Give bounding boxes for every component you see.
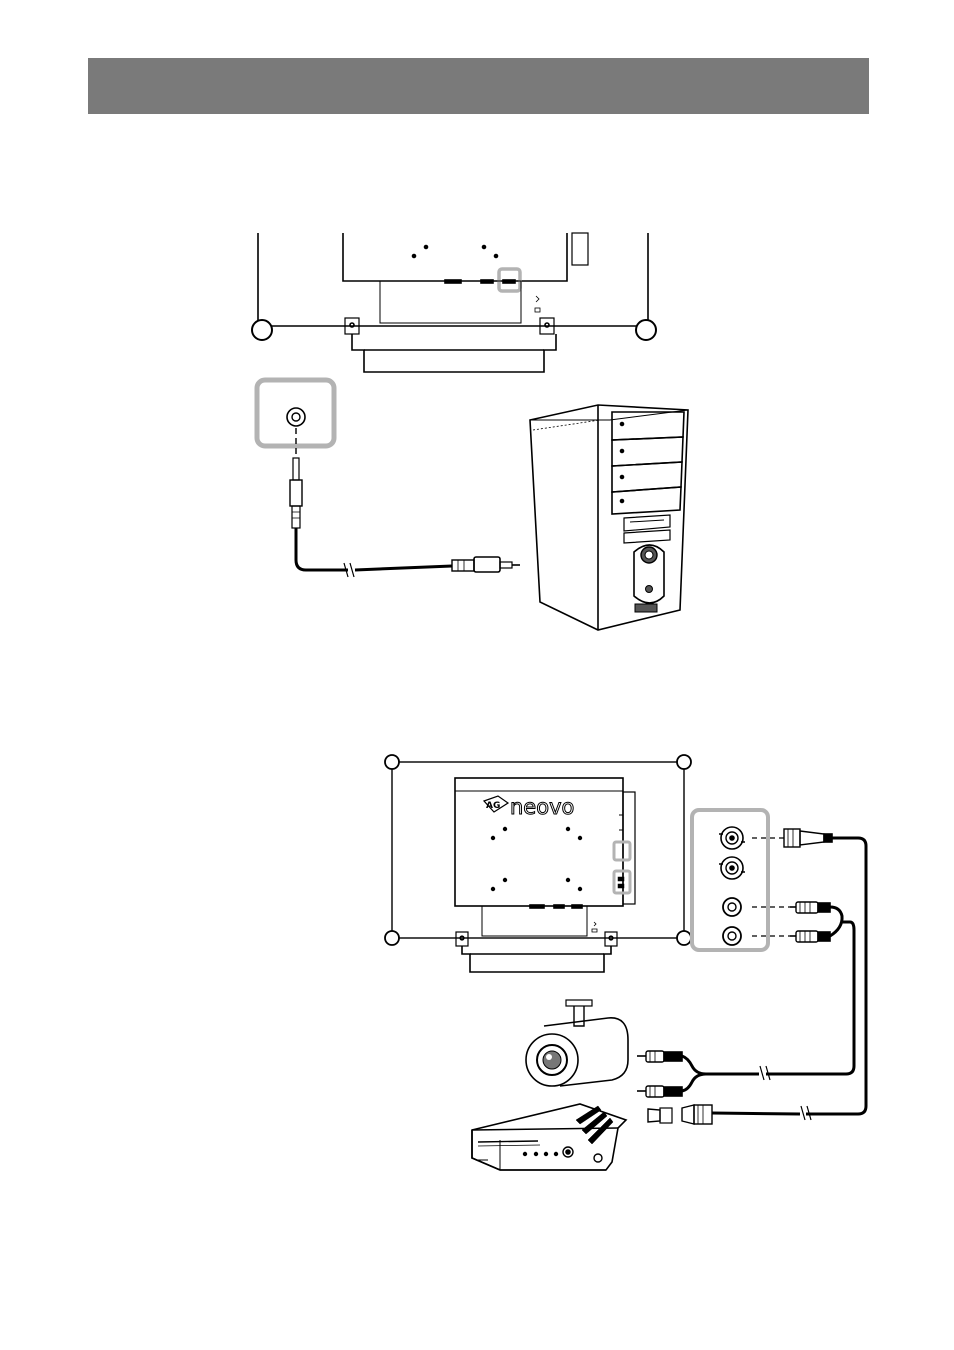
rca-plug-top (790, 902, 830, 913)
rca-plug-left-1 (637, 1051, 682, 1062)
audio-plug-horizontal (452, 557, 520, 572)
bnc-connector-icon (719, 827, 745, 879)
logo-word: neovo (510, 795, 574, 819)
monitor-rear-frame (252, 233, 656, 372)
rca-connector-icon (723, 898, 741, 945)
dvd-player-icon (472, 1104, 626, 1170)
cctv-camera-icon (526, 1000, 628, 1086)
audio-plug-vertical (290, 458, 302, 528)
rca-plug-left-2 (637, 1086, 682, 1097)
logo-badge: AG (486, 801, 500, 811)
port-panel-highlight (692, 810, 768, 950)
bnc-plug-left (648, 1105, 712, 1124)
rca-cable-merge (830, 907, 842, 936)
pc-tower-icon (530, 405, 688, 630)
monitor-rear-frame-2 (385, 755, 691, 972)
audio-jack-icon (257, 380, 334, 458)
figure-audio-connection (0, 0, 954, 660)
figure-video-connection: AG neovo (0, 660, 954, 1350)
bnc-plug-top (784, 829, 832, 847)
rca-plug-bottom (790, 931, 830, 942)
audio-cable (296, 528, 348, 570)
